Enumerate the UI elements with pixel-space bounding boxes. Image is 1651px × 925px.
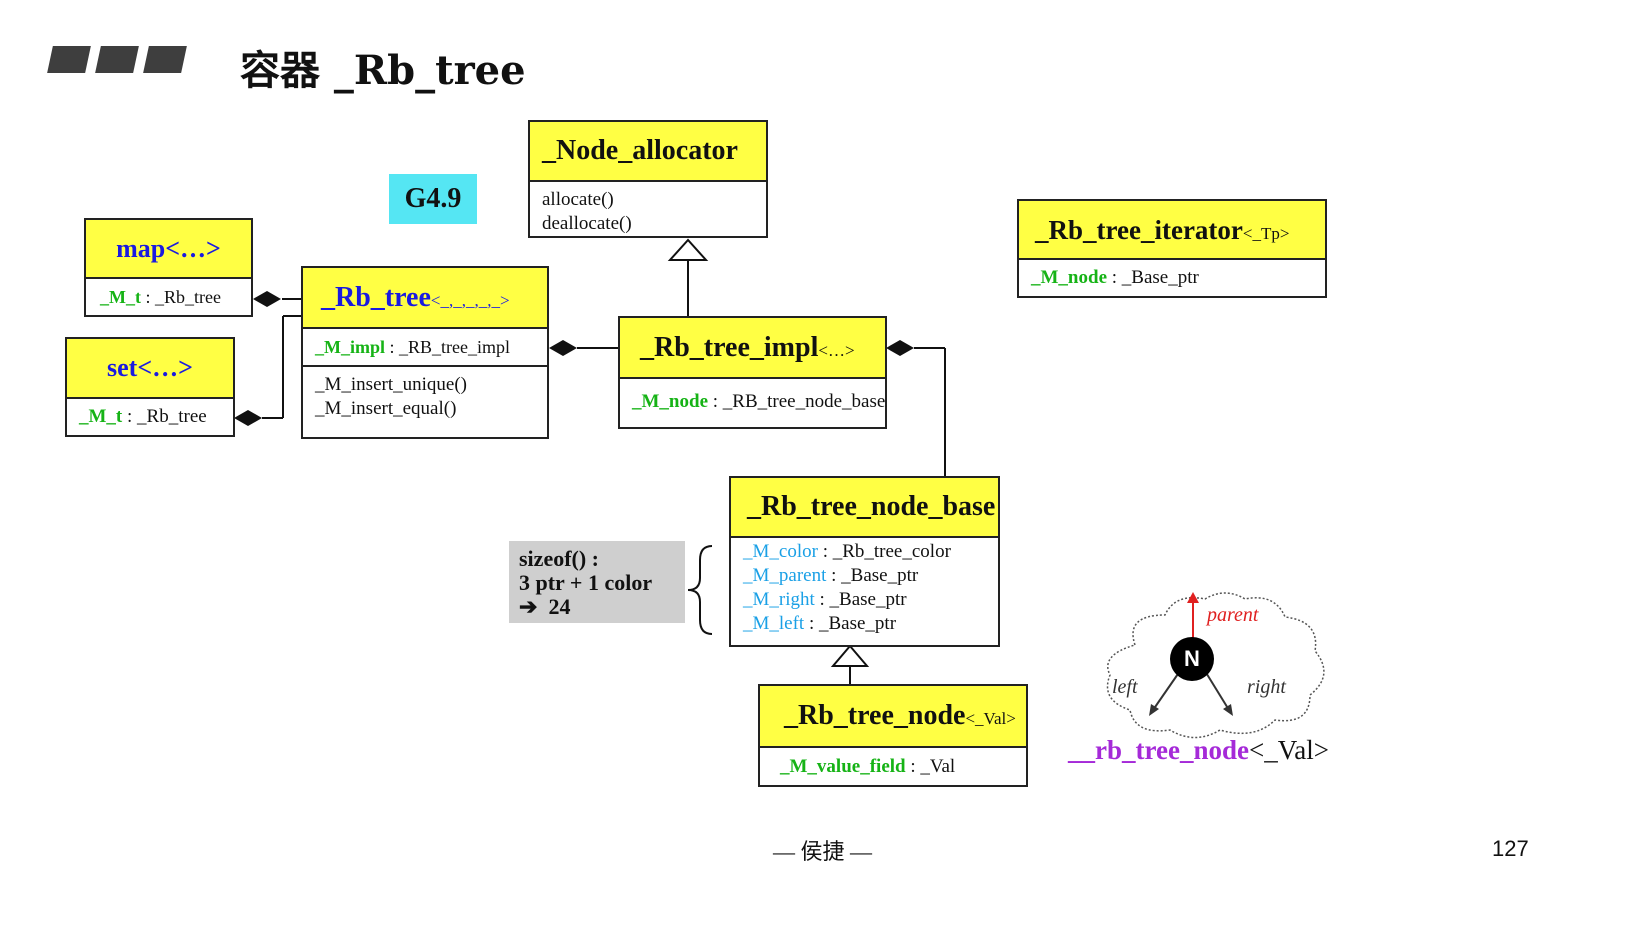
right-label: right [1247,676,1286,698]
class-rb-tree-impl: _Rb_tree_impl<…> _M_node : _RB_tree_node… [618,316,887,429]
sizeof-note: sizeof() : 3 ptr + 1 color ➔ 24 [509,541,685,623]
method-allocate: allocate() [542,189,614,210]
field-name: _M_value_field [780,756,906,777]
class-rb-tree: _Rb_tree<_,_,_,_,_> _M_impl : _RB_tree_i… [301,266,549,439]
field-type: : _Base_ptr [831,565,919,586]
field-row: _M_color : _Rb_tree_color [731,540,998,564]
class-node-allocator: _Node_allocator allocate() deallocate() [528,120,768,238]
sizeof-brace [687,545,713,635]
field-name: _M_left [743,613,805,634]
field-name: _M_node [632,391,708,412]
field-type: : _Base_ptr [1111,267,1199,288]
field-name: _M_t [79,406,123,427]
class-name: _Rb_tree_iterator<_Tp> [1019,201,1325,260]
field-name: _M_parent [743,565,827,586]
field-row: _M_t : _Rb_tree [67,399,233,435]
field-type: : _Rb_tree [145,287,221,307]
field-name: _M_right [743,589,815,610]
field-type: : _RB_tree_node_base [712,391,886,412]
field-type: : _Val [910,756,956,777]
class-name: _Rb_tree_node_base [731,478,998,538]
page-title: 容器 _Rb_tree [240,47,526,94]
field-name: _M_impl [315,337,385,357]
method-deallocate: deallocate() [542,213,632,234]
inheritance-triangle-nodebase [830,644,870,667]
class-name: _Rb_tree_node<_Val> [760,686,1026,748]
method-insert-equal: _M_insert_equal() [315,398,457,419]
field-row: _M_left : _Base_ptr [731,612,998,636]
cloud-outline-icon [1106,592,1325,739]
class-rb-tree-node: _Rb_tree_node<_Val> _M_value_field : _Va… [758,684,1028,787]
field-row: _M_value_field : _Val [760,748,1026,786]
field-name: _M_t [100,287,141,307]
node-letter: N [1184,646,1200,671]
field-type: : _Rb_tree [127,406,207,427]
field-row: _M_right : _Base_ptr [731,588,998,612]
composition-diamond-set [234,410,262,426]
class-rb-tree-iterator: _Rb_tree_iterator<_Tp> _M_node : _Base_p… [1017,199,1327,298]
field-type: : _RB_tree_impl [389,337,511,357]
field-row: _M_t : _Rb_tree [86,279,251,315]
version-badge: G4.9 [389,174,477,224]
inheritance-triangle-allocator [667,238,709,261]
class-name: map<…> [86,220,251,279]
method-insert-unique: _M_insert_unique() [315,374,467,395]
class-map: map<…> _M_t : _Rb_tree [84,218,253,317]
class-name: _Rb_tree_impl<…> [620,318,885,379]
parent-label: parent [1207,604,1259,626]
field-type: : _Rb_tree_color [822,541,951,562]
class-rb-tree-node-base: _Rb_tree_node_base _M_color : _Rb_tree_c… [729,476,1000,647]
node-caption: __rb_tree_node<_Val> [1068,735,1329,765]
field-name: _M_node [1031,267,1107,288]
arrow-icon: ➔ [519,594,538,619]
field-type: : _Base_ptr [808,613,897,634]
node-circle-icon [1170,637,1214,681]
left-label: left [1112,676,1138,698]
class-name: _Rb_tree<_,_,_,_,_> [303,268,547,329]
footer-author: — 侯捷 — [773,839,873,864]
composition-diamond-rbtree [549,340,577,356]
sizeof-result-row: ➔ 24 [519,595,675,619]
page-number: 127 [1492,836,1529,861]
field-row: _M_node : _Base_ptr [1019,260,1325,296]
field-name: _M_color [743,541,818,562]
field-row: _M_node : _RB_tree_node_base [620,379,885,425]
field-type: : _Base_ptr [819,589,907,610]
class-name: _Node_allocator [530,122,766,182]
sizeof-line1: sizeof() : [519,546,600,571]
field-row: _M_impl : _RB_tree_impl [303,329,547,365]
sizeof-result: 24 [548,594,571,619]
field-row: _M_parent : _Base_ptr [731,564,998,588]
node-cloud-figure [1106,592,1325,739]
composition-diamond-map [253,291,281,307]
composition-diamond-impl [886,340,914,356]
class-name: set<…> [67,339,233,399]
class-set: set<…> _M_t : _Rb_tree [65,337,235,437]
sizeof-line2: 3 ptr + 1 color [519,570,653,595]
